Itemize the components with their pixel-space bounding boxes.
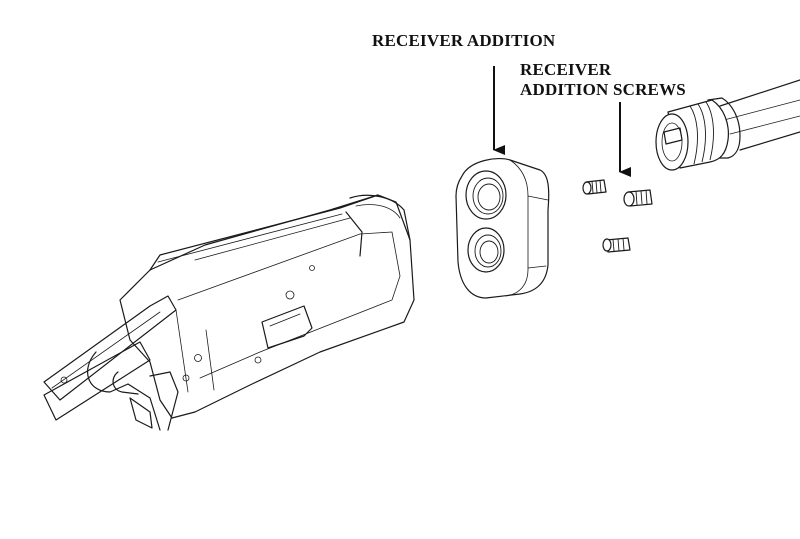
barrel-assembly xyxy=(655,79,800,171)
receiver-addition-screws-label-line1: RECEIVER xyxy=(520,60,612,79)
screw-1 xyxy=(582,179,607,195)
rifle-receiver xyxy=(43,194,415,431)
receiver-addition-label: RECEIVER ADDITION xyxy=(372,31,556,50)
receiver-addition-screws xyxy=(582,179,653,253)
screw-2 xyxy=(623,189,653,207)
receiver-addition-part xyxy=(455,157,550,299)
receiver-addition-screws-label-line2: ADDITION SCREWS xyxy=(520,80,686,99)
screw-3 xyxy=(602,237,631,253)
